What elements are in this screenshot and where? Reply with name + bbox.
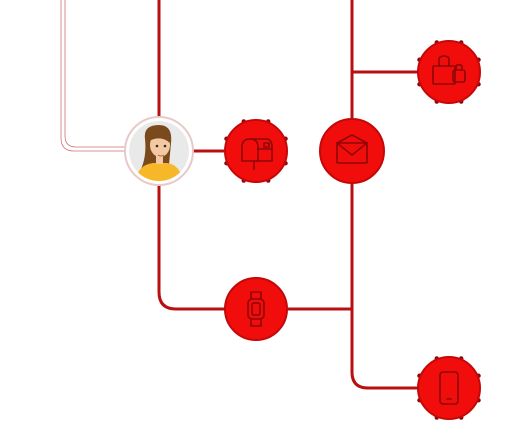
envelope-icon [336,134,368,164]
connectors [60,0,418,390]
mobile-phone-icon [439,371,459,405]
user-avatar-icon [129,121,189,181]
user-avatar-node[interactable] [124,116,194,186]
smartwatch-node[interactable] [224,277,288,341]
connector-top-left [60,0,126,152]
shopping-bag-icon [432,55,466,85]
email-node[interactable] [319,118,385,184]
mailbox-node[interactable] [224,119,288,183]
shopping-node[interactable] [417,40,481,104]
connector-user-to-watch [157,184,226,311]
smartwatch-icon [247,291,265,327]
mobile-node[interactable] [417,356,481,420]
connector-top-left-inner [64,0,126,148]
mailbox-icon [241,138,273,170]
connector-trunk-lower [350,184,418,390]
